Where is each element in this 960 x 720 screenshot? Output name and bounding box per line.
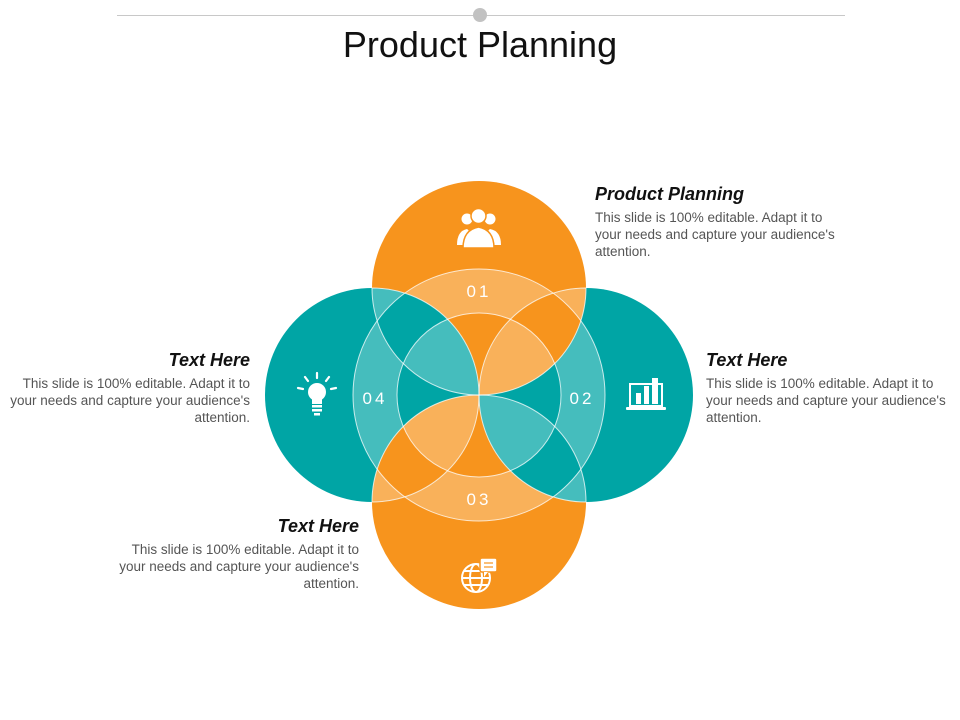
lightbulb-icon [296,371,338,416]
lens-top-left [372,288,479,395]
globe-chat-icon [461,557,498,593]
segment-number-01: 01 [467,282,492,301]
text-block-body: This slide is 100% editable. Adapt it to… [10,376,250,425]
page-title: Product Planning [342,24,618,65]
laptop-bar-chart-icon [626,378,666,410]
header-divider-dot [473,8,487,22]
text-block-top: Product Planning This slide is 100% edit… [595,184,835,260]
users-group-icon [457,207,501,249]
text-block-heading: Text Here [706,350,788,370]
text-block-right: Text Here This slide is 100% editable. A… [706,350,946,426]
segment-number-03: 03 [467,490,492,509]
text-block-heading: Product Planning [595,184,745,204]
lens-top-right [479,288,586,395]
text-block-left: Text Here This slide is 100% editable. A… [10,350,250,426]
outline-strokes [352,268,606,522]
text-block-body: This slide is 100% editable. Adapt it to… [119,542,359,591]
lens-bottom-right [479,395,586,502]
segment-number-02: 02 [570,389,595,408]
text-block-body: This slide is 100% editable. Adapt it to… [595,210,835,259]
text-block-heading: Text Here [168,350,250,370]
text-block-body: This slide is 100% editable. Adapt it to… [706,376,946,425]
text-block-heading: Text Here [277,516,359,536]
segment-number-04: 04 [363,389,388,408]
text-block-bottom: Text Here This slide is 100% editable. A… [119,516,359,592]
lens-bottom-left [372,395,479,502]
